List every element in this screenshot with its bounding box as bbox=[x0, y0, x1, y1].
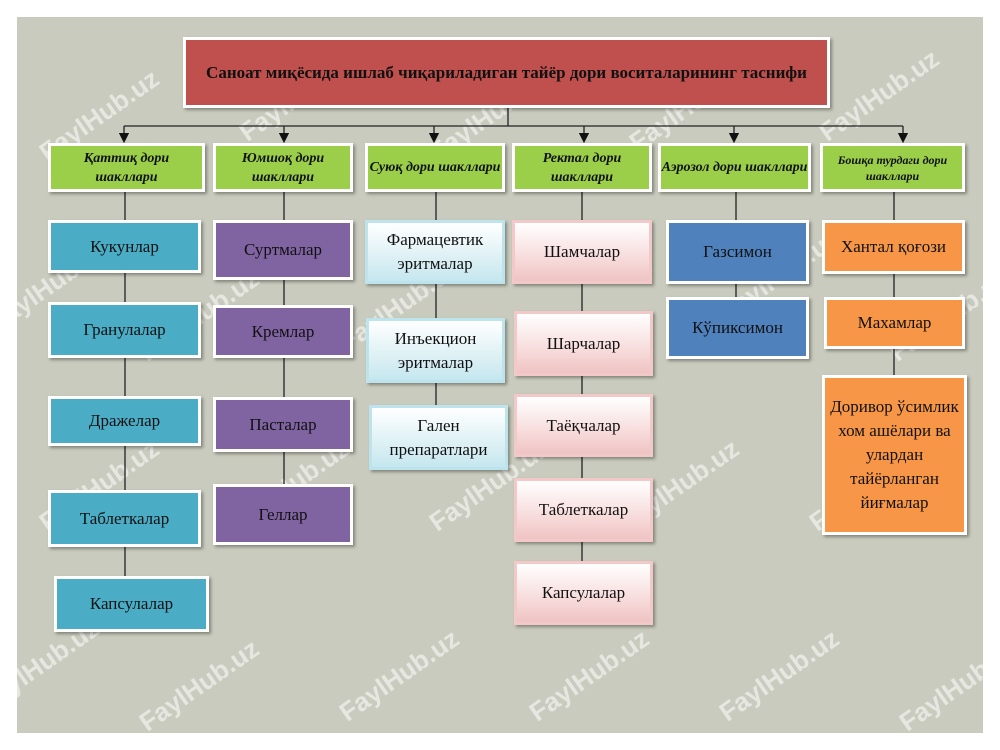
item-ointments: Суртмалар bbox=[213, 220, 353, 280]
item-capsules: Капсулалар bbox=[54, 576, 209, 632]
header-aerosol-forms: Аэрозол дори шакллари bbox=[658, 143, 811, 192]
item-powders: Кукунлар bbox=[48, 220, 201, 273]
item-suppositories: Шамчалар bbox=[512, 220, 652, 284]
item-gaseous: Газсимон bbox=[666, 220, 809, 284]
item-injection-solutions: Инъекцион эритмалар bbox=[366, 318, 505, 383]
header-soft-forms: Юмшоқ дори шакллари bbox=[213, 143, 353, 192]
item-herbal-collections: Доривор ўсимлик хом ашёлари ва улардан т… bbox=[822, 375, 967, 535]
item-mustard-paper: Хантал қоғози bbox=[822, 220, 965, 274]
header-other-forms: Бошқа турдаги дори шакллари bbox=[820, 143, 965, 192]
item-plasters: Махамлар bbox=[824, 297, 965, 349]
item-pastes: Пасталар bbox=[213, 397, 353, 452]
item-pharmaceutical-solutions: Фармацевтик эритмалар bbox=[365, 220, 505, 284]
item-dragees: Дражелар bbox=[48, 396, 201, 446]
diagram-title: Саноат миқёсида ишлаб чиқариладиган тайё… bbox=[183, 37, 830, 108]
item-foamy: Кўпиксимон bbox=[666, 297, 809, 359]
item-granules: Гранулалар bbox=[48, 302, 201, 358]
header-liquid-forms: Суюқ дори шакллари bbox=[365, 143, 505, 192]
item-galenic-preparations: Гален препаратлари bbox=[369, 405, 508, 470]
item-tablets: Таблеткалар bbox=[48, 490, 201, 547]
item-sticks: Таёқчалар bbox=[514, 394, 653, 457]
header-rectal-forms: Ректал дори шакллари bbox=[512, 143, 652, 192]
item-creams: Кремлар bbox=[213, 305, 353, 358]
item-rectal-capsules: Капсулалар bbox=[514, 561, 653, 625]
item-gels: Геллар bbox=[213, 484, 353, 545]
header-solid-forms: Қаттиқ дори шакллари bbox=[48, 143, 205, 192]
item-rectal-tablets: Таблеткалар bbox=[514, 478, 653, 542]
item-balls: Шарчалар bbox=[514, 311, 653, 376]
